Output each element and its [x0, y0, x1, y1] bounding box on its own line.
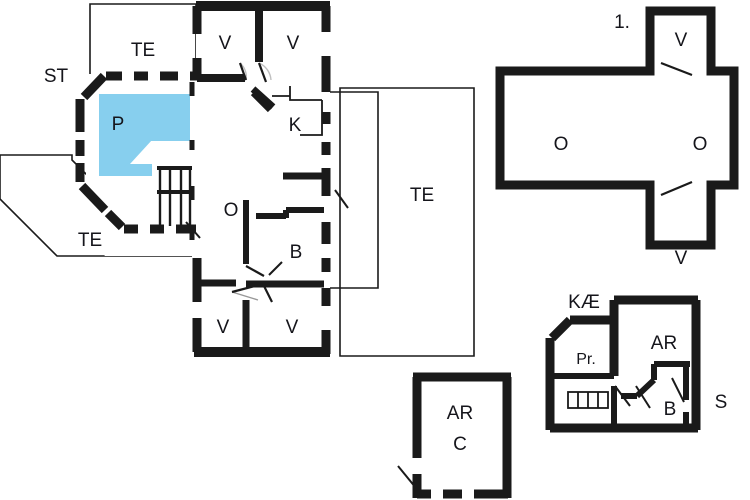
basement-stair-symbol: [567, 391, 609, 409]
basement-fill: [548, 298, 700, 432]
door-leaf-bath-c: [268, 261, 283, 276]
label-terrace-top: TE: [131, 40, 155, 61]
label-terrace-left: TE: [78, 230, 102, 251]
label-first-open-right: O: [693, 134, 708, 155]
label-first-open-left: O: [554, 134, 569, 155]
door-leaf-first-top: [660, 61, 693, 77]
door-leaf-basement-c: [671, 377, 685, 403]
ground-floor-interior-fill: [86, 4, 330, 356]
terrace-right-inner-deck: [330, 91, 379, 289]
door-leaf-v-topleft: [238, 62, 248, 81]
door-leaf-bath-a: [262, 283, 273, 303]
wall-entry-diag: [250, 86, 276, 110]
label-floor-number: 1.: [614, 12, 630, 33]
basement-wall-diag: [548, 316, 574, 342]
annex-fill: [412, 376, 512, 500]
door-leaf-v-botleft: [231, 284, 256, 294]
label-bedroom-top-right: V: [287, 33, 300, 54]
pool-shape-main: [99, 94, 190, 175]
door-leaf-basement-b: [635, 385, 651, 409]
ground-floor-walls: TE ST P TE V V K O B V V TE: [44, 1, 434, 357]
first-floor-plan: 1. V O O V: [495, 6, 739, 269]
staircase-symbol: [157, 166, 192, 226]
door-leaf-terrace-right: [334, 189, 349, 209]
door-arc-v-botleft: [231, 291, 259, 301]
kitchen-counter-right: [300, 100, 323, 136]
basement-plan: KÆ Pr. AR B S: [545, 292, 728, 433]
label-first-bedroom-top: V: [675, 30, 688, 51]
label-annex-line1: AR: [447, 403, 473, 424]
wall-octagon-nw: [80, 72, 108, 101]
label-basement-utility: Pr.: [576, 351, 596, 368]
label-first-bedroom-bottom: V: [675, 248, 688, 269]
label-stairs-outside: ST: [44, 66, 69, 87]
door-leaf-bath-b: [245, 265, 265, 277]
label-living: O: [224, 200, 239, 221]
door-leaf-v-topright: [257, 62, 268, 83]
wall-entry-diag-b: [250, 90, 273, 113]
label-bedroom-bottom-left: V: [217, 317, 230, 338]
label-pool: P: [112, 114, 125, 135]
label-bath: B: [290, 242, 303, 263]
terrace-right-outline: [339, 87, 475, 357]
label-basement-tag: KÆ: [568, 292, 600, 313]
label-bedroom-bottom-right: V: [286, 317, 299, 338]
kitchen-counter-top: [289, 86, 322, 101]
label-bedroom-top-left: V: [219, 33, 232, 54]
door-leaf-stair: [185, 221, 201, 239]
door-leaf-annex: [397, 465, 417, 489]
annex-plan: AR C: [397, 372, 512, 500]
label-basement-main: AR: [651, 333, 677, 354]
label-kitchen: K: [289, 115, 302, 136]
label-terrace-right: TE: [410, 185, 434, 206]
wall-octagon-s-diag: [104, 209, 126, 231]
door-leaf-basement-a: [614, 385, 631, 407]
label-annex-line2: C: [453, 434, 467, 455]
label-basement-bath: B: [664, 399, 677, 420]
label-basement-storage: S: [715, 392, 728, 413]
door-leaf-first-bottom: [660, 180, 693, 197]
ground-floor-doors: [185, 62, 349, 303]
wall-octagon-sw: [78, 182, 109, 214]
